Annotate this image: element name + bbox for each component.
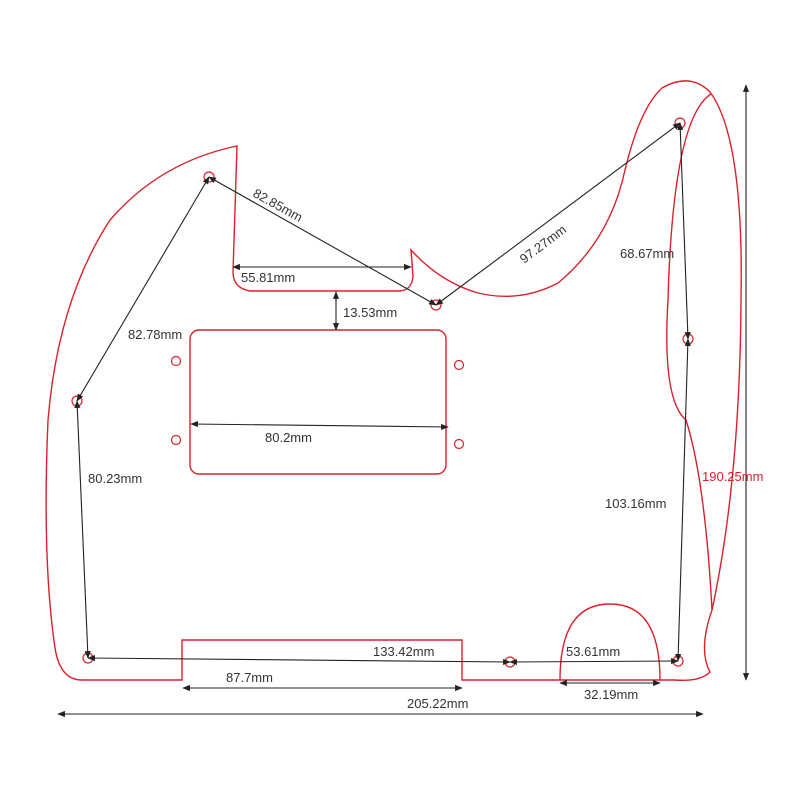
label-overall-height: 190.25mm bbox=[702, 469, 763, 484]
dim-line-half-circle-span bbox=[509, 657, 679, 666]
pickup-rout bbox=[189, 329, 447, 475]
label-cutout-width: 55.81mm bbox=[241, 270, 295, 285]
dim-line-right-lower bbox=[675, 338, 691, 662]
dimension-lines bbox=[57, 84, 750, 718]
label-top-right-diagonal: 97.27mm bbox=[517, 222, 569, 267]
pickguard-outline bbox=[45, 80, 742, 682]
dim-line-pickup-width bbox=[190, 421, 449, 430]
label-right-upper: 68.67mm bbox=[620, 246, 674, 261]
label-right-lower: 103.16mm bbox=[605, 496, 666, 511]
dim-line-bottom-screw-span bbox=[87, 654, 511, 666]
label-left-lower: 80.23mm bbox=[88, 471, 142, 486]
label-pickup-width: 80.2mm bbox=[265, 430, 312, 445]
label-half-circle-span: 53.61mm bbox=[566, 644, 620, 659]
label-left-upper: 82.78mm bbox=[128, 327, 182, 342]
label-bottom-cutout: 87.7mm bbox=[226, 670, 273, 685]
top-right-curve bbox=[666, 93, 713, 611]
label-half-circle-base: 32.19mm bbox=[584, 687, 638, 702]
screw-holes bbox=[71, 117, 694, 668]
dim-line-right-upper bbox=[677, 122, 691, 340]
pickup-hole bbox=[170, 434, 182, 446]
label-bottom-screw-span: 133.42mm bbox=[373, 644, 434, 659]
pickup-hole bbox=[170, 355, 182, 367]
pickup-hole bbox=[453, 359, 465, 371]
dim-line-left-lower bbox=[74, 400, 91, 659]
half-circle-cutout bbox=[559, 603, 661, 681]
dim-line-top-right-diagonal bbox=[435, 122, 681, 306]
pickup-hole bbox=[453, 438, 465, 450]
label-cutout-to-pickup: 13.53mm bbox=[343, 305, 397, 320]
dim-line-top-left-diagonal bbox=[208, 176, 437, 306]
dim-line-left-upper bbox=[76, 176, 210, 402]
label-overall-width: 205.22mm bbox=[407, 696, 468, 711]
